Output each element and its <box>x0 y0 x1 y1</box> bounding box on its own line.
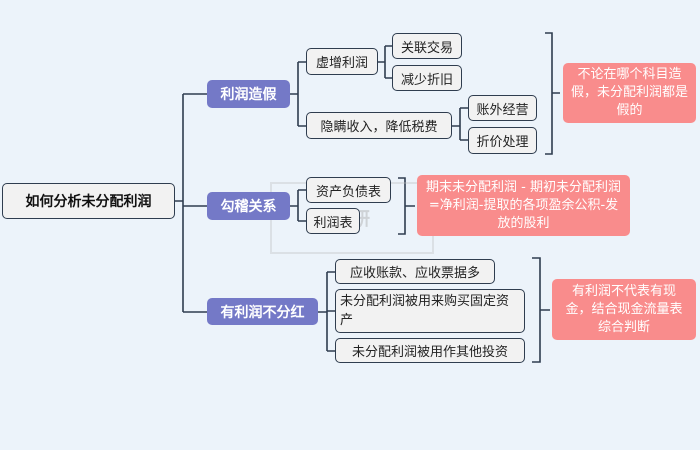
branch-reconciliation[interactable]: 勾稽关系 <box>207 192 290 220</box>
node-discount[interactable]: 折价处理 <box>468 127 537 154</box>
node-related-transactions[interactable]: 关联交易 <box>392 33 462 59</box>
node-reduce-depreciation[interactable]: 减少折旧 <box>392 65 462 91</box>
node-inflated-profit[interactable]: 虚增利润 <box>306 48 378 75</box>
note-fraud[interactable]: 不论在哪个科目造假，未分配利润都是假的 <box>563 63 696 123</box>
note-cash-flow[interactable]: 有利润不代表有现金，结合现金流量表综合判断 <box>552 279 696 340</box>
branch-no-dividend[interactable]: 有利润不分红 <box>207 298 318 325</box>
note-reconciliation[interactable]: 期末未分配利润 - 期初未分配利润=净利润-提取的各项盈余公积-发放的股利 <box>417 175 630 236</box>
node-hidden-income[interactable]: 隐瞒收入，降低税费 <box>306 112 452 139</box>
node-other-investment[interactable]: 未分配利润被用作其他投资 <box>335 338 525 363</box>
node-income-statement[interactable]: 利润表 <box>306 208 360 234</box>
root-node[interactable]: 如何分析未分配利润 <box>2 183 175 219</box>
node-off-book[interactable]: 账外经营 <box>468 95 537 121</box>
branch-profit-fraud[interactable]: 利润造假 <box>207 80 290 108</box>
node-receivables[interactable]: 应收账款、应收票据多 <box>335 259 495 284</box>
node-balance-sheet[interactable]: 资产负债表 <box>306 177 391 203</box>
node-fixed-assets[interactable]: 未分配利润被用来购买固定资产 <box>335 289 525 333</box>
